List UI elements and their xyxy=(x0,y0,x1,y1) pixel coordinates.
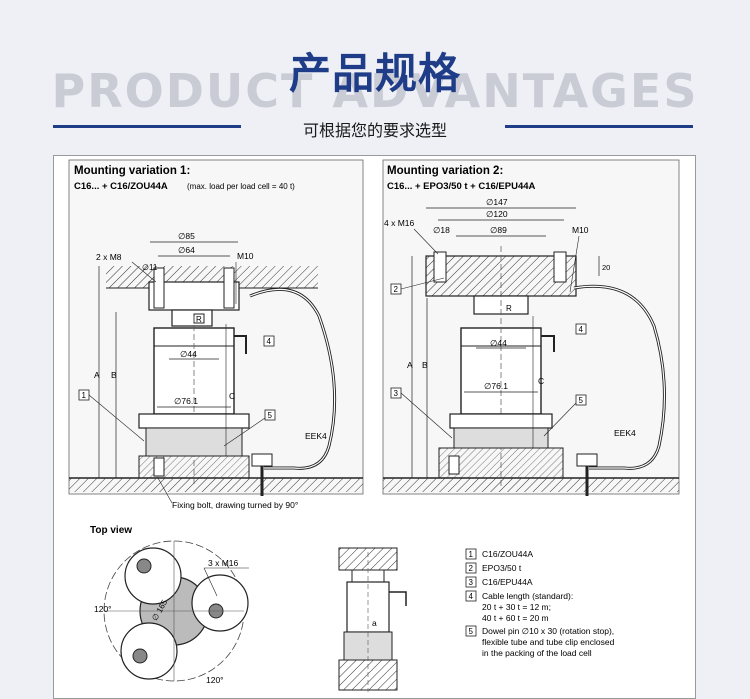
v2-dim-r: R xyxy=(506,304,512,313)
v1-callout-4: 4 xyxy=(267,337,272,346)
v2-dim-d147: ∅147 xyxy=(486,197,508,207)
v2-cable-label: EEK4 xyxy=(614,428,636,438)
v1-dim-m8: 2 x M8 xyxy=(96,252,122,262)
legend-item-5-line1: Dowel pin ∅10 x 30 (rotation stop), xyxy=(482,626,614,636)
legend-num-2: 2 xyxy=(469,564,474,573)
legend: 1 C16/ZOU44A 2 EPO3/50 t 3 C16/EPU44A 4 … xyxy=(465,548,615,658)
v1-callout-5: 5 xyxy=(268,411,273,420)
technical-drawing: Mounting variation 1: C16... + C16/ZOU44… xyxy=(68,159,680,692)
divider-right xyxy=(505,125,693,128)
v2-callout-4: 4 xyxy=(579,325,584,334)
legend-item-4-line3: 40 t + 60 t = 20 m xyxy=(482,613,549,623)
detail-panel: a xyxy=(338,547,407,692)
v2-dim-d18: ∅18 xyxy=(433,225,450,235)
legend-item-1: C16/ZOU44A xyxy=(482,549,533,559)
v2-dim-m16: 4 x M16 xyxy=(384,218,415,228)
variation1-subtitle: C16... + C16/ZOU44A xyxy=(74,181,168,192)
v2-dim-d89: ∅89 xyxy=(490,225,507,235)
v2-callout-5: 5 xyxy=(579,396,584,405)
v2-dim-c: C xyxy=(538,376,544,386)
variation1-subtitle-note: (max. load per load cell = 40 t) xyxy=(187,182,295,191)
variation2-panel: Mounting variation 2: C16... + EPO3/50 t… xyxy=(382,159,680,496)
topview-panel: Top view ∅ 165 3 x M16 120° 120° xyxy=(90,525,249,685)
v1-dim-c: C xyxy=(229,391,235,401)
v1-dim-r: R xyxy=(196,315,202,324)
detail-dim-a: a xyxy=(372,618,377,628)
legend-num-1: 1 xyxy=(469,550,474,559)
v1-dim-d85: ∅85 xyxy=(178,231,195,241)
page-title: 产品规格 xyxy=(288,49,461,98)
v1-cable-label: EEK4 xyxy=(305,431,327,441)
v2-dim-d761: ∅76.1 xyxy=(484,381,508,391)
topview-title: Top view xyxy=(90,525,132,536)
v1-dim-m10: M10 xyxy=(237,251,254,261)
v1-callout-1: 1 xyxy=(82,391,87,400)
divider-left xyxy=(53,125,241,128)
topview-angle2: 120° xyxy=(206,675,224,685)
v2-dim-h: 20 xyxy=(602,263,610,272)
legend-item-4-line1: Cable length (standard): xyxy=(482,591,573,601)
legend-item-3: C16/EPU44A xyxy=(482,577,533,587)
legend-num-5: 5 xyxy=(469,627,474,636)
page-subtitle: 可根据您的要求选型 xyxy=(302,121,447,140)
drawing-sheet: Mounting variation 1: C16... + C16/ZOU44… xyxy=(53,155,696,699)
variation2-subtitle: C16... + EPO3/50 t + C16/EPU44A xyxy=(387,181,536,192)
v2-dim-b: B xyxy=(422,360,428,370)
topview-angle1: 120° xyxy=(94,604,112,614)
background-watermark-text: PRODUCT ADVANTAGES xyxy=(51,64,699,118)
v1-fixing-note: Fixing bolt, drawing turned by 90° xyxy=(172,500,298,510)
topview-m16: 3 x M16 xyxy=(208,558,239,568)
v1-dim-d44: ∅44 xyxy=(180,349,197,359)
legend-item-5-line2: flexible tube and tube clip enclosed xyxy=(482,637,615,647)
v1-dim-a: A xyxy=(94,370,100,380)
legend-item-2: EPO3/50 t xyxy=(482,563,522,573)
v2-callout-2: 2 xyxy=(394,285,399,294)
legend-num-3: 3 xyxy=(469,578,474,587)
variation2-title: Mounting variation 2: xyxy=(387,165,503,177)
legend-item-4-line2: 20 t + 30 t = 12 m; xyxy=(482,602,551,612)
v2-dim-a: A xyxy=(407,360,413,370)
variation1-title: Mounting variation 1: xyxy=(74,165,190,177)
v1-dim-b: B xyxy=(111,370,117,380)
header: PRODUCT ADVANTAGES 产品规格 可根据您的要求选型 xyxy=(0,0,750,150)
v2-callout-3: 3 xyxy=(394,389,399,398)
v2-dim-d44: ∅44 xyxy=(490,338,507,348)
v1-dim-d761: ∅76.1 xyxy=(174,396,198,406)
legend-item-5-line3: in the packing of the load cell xyxy=(482,648,592,658)
v2-dim-m10: M10 xyxy=(572,225,589,235)
v1-dim-d11: ∅11 xyxy=(142,263,158,272)
v1-dim-d64: ∅64 xyxy=(178,245,195,255)
variation1-panel: Mounting variation 1: C16... + C16/ZOU44… xyxy=(68,159,364,510)
legend-num-4: 4 xyxy=(469,592,474,601)
v2-dim-d120: ∅120 xyxy=(486,209,508,219)
